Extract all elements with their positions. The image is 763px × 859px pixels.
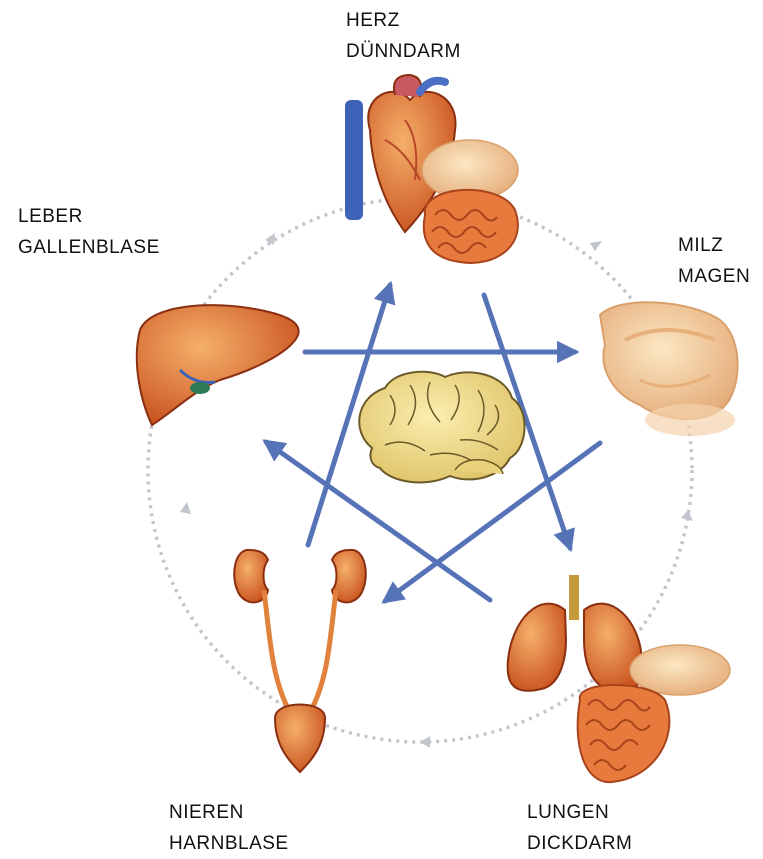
- lungs-icon: [508, 575, 643, 691]
- label-heart-small-intestine: HERZ DÜNNDARM: [346, 5, 461, 67]
- label-line: HARNBLASE: [169, 828, 289, 859]
- label-line: GALLENBLASE: [18, 232, 160, 263]
- label-lung-large-intestine: LUNGEN DICKDARM: [527, 797, 632, 859]
- label-kidney-bladder: NIEREN HARNBLASE: [169, 797, 289, 859]
- label-line: DICKDARM: [527, 828, 632, 859]
- cycle-arrowhead-icon: [590, 241, 602, 251]
- liver-icon: [137, 305, 299, 425]
- label-liver-gallbladder: LEBER GALLENBLASE: [18, 201, 160, 263]
- label-line: MILZ: [678, 230, 750, 261]
- small-intestine-icon: [422, 140, 518, 263]
- label-line: LEBER: [18, 201, 160, 232]
- kidneys-bladder-icon: [234, 550, 366, 772]
- label-line: LUNGEN: [527, 797, 632, 828]
- cycle-arrowhead-icon: [681, 510, 693, 521]
- label-line: HERZ: [346, 5, 461, 36]
- label-spleen-stomach: MILZ MAGEN: [678, 230, 750, 292]
- stomach-icon: [600, 302, 738, 436]
- label-line: MAGEN: [678, 261, 750, 292]
- label-line: NIEREN: [169, 797, 289, 828]
- cycle-arrowhead-icon: [420, 736, 430, 748]
- cycle-arrowhead-icon: [180, 502, 191, 514]
- label-line: DÜNNDARM: [346, 36, 461, 67]
- brain-icon: [359, 372, 524, 483]
